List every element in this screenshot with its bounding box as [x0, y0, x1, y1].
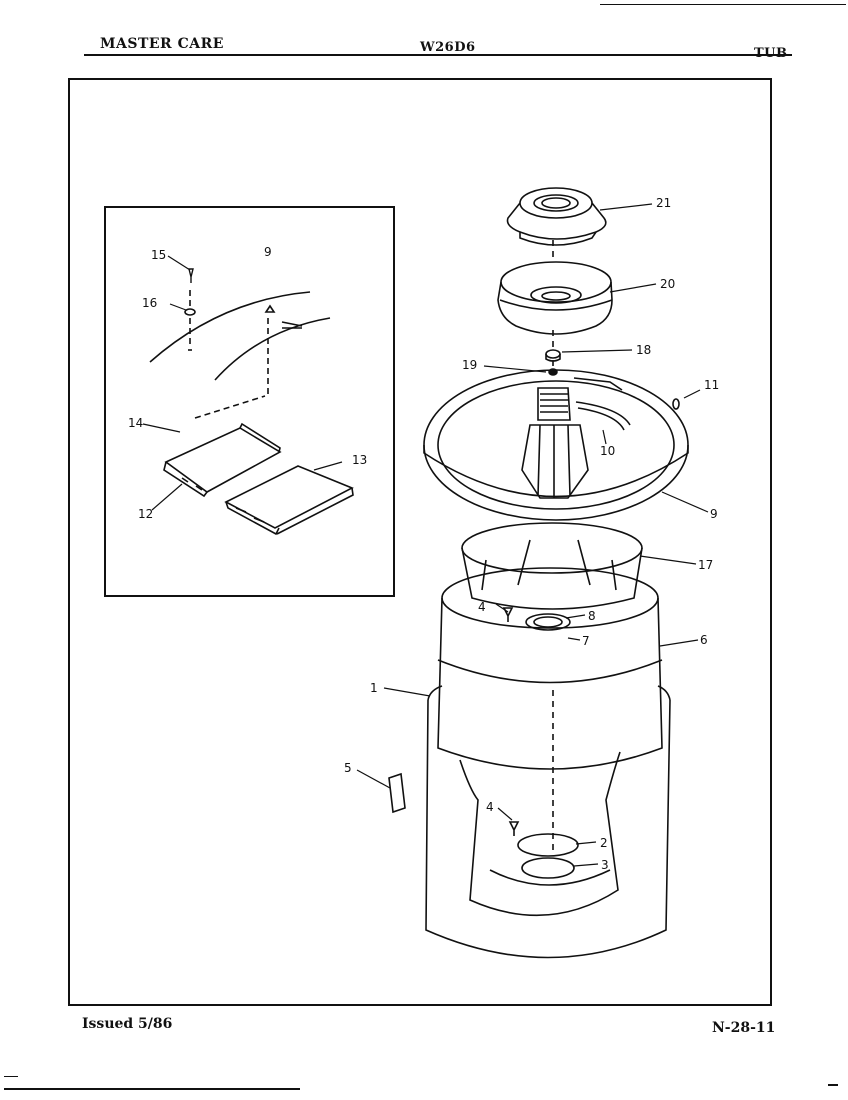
page-code: N-28-11	[712, 1020, 776, 1036]
inset-ring-arc-inner	[214, 317, 331, 381]
inset-callout-14: 14	[128, 416, 143, 430]
inset-washer	[184, 308, 196, 316]
model-number: W26D6	[420, 40, 476, 55]
inset-callout-15: 15	[151, 248, 166, 262]
diagram-frame	[68, 78, 772, 1006]
inset-callout-16: 16	[142, 296, 157, 310]
callout-8: 8	[588, 609, 596, 623]
part-4-screw-upper	[502, 607, 514, 622]
section-title: TUB	[754, 46, 788, 61]
inset-clip-12	[164, 427, 282, 493]
callout-4-lower: 4	[486, 800, 494, 814]
inset-callout-9: 9	[264, 245, 272, 259]
inset-callout-12: 12	[138, 507, 153, 521]
part-4-screw-lower	[508, 821, 520, 836]
part-7	[525, 613, 571, 631]
inset-ring-arc	[149, 291, 311, 363]
part-20-ring	[497, 261, 613, 335]
top-edge-rule	[600, 4, 846, 5]
callout-6: 6	[700, 633, 708, 647]
callout-21: 21	[656, 196, 671, 210]
callout-labels: 21 20 18 19 11 10 9 17 8 4 7 6 1 5 4 2 3…	[128, 196, 719, 872]
callout-19: 19	[462, 358, 477, 372]
callout-20: 20	[660, 277, 675, 291]
bottom-left-mark	[4, 1076, 18, 1077]
callout-7: 7	[582, 634, 590, 648]
bottom-rule	[4, 1088, 300, 1090]
part-11	[672, 398, 680, 410]
part-1-outer-tub	[425, 685, 671, 959]
inset-callout-13: 13	[352, 453, 367, 467]
inset-clip-13	[224, 465, 354, 529]
part-2	[517, 833, 579, 857]
callout-10: 10	[600, 444, 615, 458]
part-6-basket	[437, 567, 663, 770]
callout-2: 2	[600, 836, 608, 850]
callout-3: 3	[601, 858, 609, 872]
part-9-tub-ring	[423, 369, 689, 521]
leader-lines	[142, 203, 709, 867]
part-10-tube	[575, 401, 631, 426]
part-17-skirt	[461, 522, 643, 610]
callout-5: 5	[344, 761, 352, 775]
callout-4-upper: 4	[478, 600, 486, 614]
callout-17: 17	[698, 558, 713, 572]
part-18	[545, 349, 561, 359]
issued-date: Issued 5/86	[82, 1016, 173, 1032]
callout-1: 1	[370, 681, 378, 695]
header-rule	[84, 54, 792, 56]
bottom-right-mark	[828, 1084, 838, 1086]
agitator	[521, 387, 680, 499]
brand-title: MASTER CARE	[100, 36, 224, 52]
inset-screw	[188, 268, 194, 283]
part-21-cap	[506, 187, 607, 246]
inset-box	[104, 206, 395, 597]
callout-9: 9	[710, 507, 718, 521]
callout-18: 18	[636, 343, 651, 357]
part-3	[521, 857, 575, 879]
callout-11: 11	[704, 378, 719, 392]
part-5-label	[388, 772, 406, 814]
